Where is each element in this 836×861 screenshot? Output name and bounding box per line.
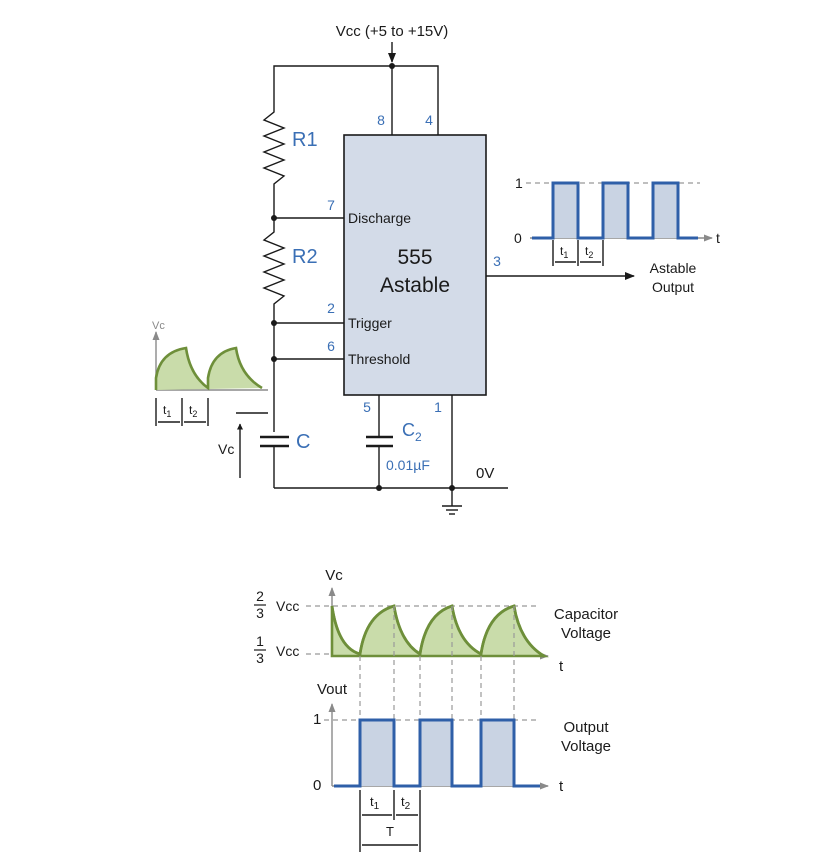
- pin-number-1: 1: [434, 399, 442, 415]
- t1-label: t1: [370, 794, 380, 812]
- output-label-line1: Astable: [650, 260, 697, 276]
- chip-mode: Astable: [380, 274, 450, 297]
- t2-label: t2: [189, 403, 197, 419]
- pin-label-trigger: Trigger: [348, 315, 392, 331]
- pin-number-5: 5: [363, 399, 371, 415]
- output-voltage-label-line1: Output: [563, 719, 609, 736]
- vout-high-label: 1: [313, 711, 321, 728]
- t-axis-label-2: t: [559, 778, 564, 795]
- upper-vcc-label: Vcc: [276, 598, 299, 614]
- t-axis-label-1: t: [559, 658, 564, 675]
- vc-small-waveform: [154, 346, 263, 391]
- c2-value: 0.01µF: [386, 457, 430, 473]
- pin-number-4: 4: [425, 112, 433, 128]
- upper-fraction-num: 2: [256, 588, 264, 604]
- lower-vcc-label: Vcc: [276, 643, 299, 659]
- pin-number-3: 3: [493, 253, 501, 269]
- pin-number-7: 7: [327, 197, 335, 213]
- t2-label: t2: [585, 244, 593, 260]
- vout-low-label: 0: [313, 777, 321, 794]
- vc-axis-label-bottom: Vc: [325, 567, 343, 584]
- output-waveform: [532, 181, 698, 240]
- r2-resistor: [262, 218, 286, 323]
- node-dot: [389, 63, 395, 69]
- vout-waveform: [334, 718, 540, 788]
- output-pulse-fill: [653, 183, 678, 238]
- lower-fraction-num: 1: [256, 633, 264, 649]
- vc-label: Vc: [218, 441, 234, 457]
- pin-label-discharge: Discharge: [348, 210, 411, 226]
- vout-axis-label: Vout: [317, 681, 348, 698]
- output-voltage-label-line2: Voltage: [561, 738, 611, 755]
- c2-label: C2: [402, 420, 422, 444]
- r1-resistor: [262, 102, 286, 218]
- vout-pulse-fill: [481, 720, 514, 786]
- output-t-label: t: [716, 230, 720, 246]
- lower-fraction-den: 3: [256, 650, 264, 666]
- output-high-label: 1: [515, 175, 523, 191]
- chip-name: 555: [397, 246, 432, 269]
- upper-fraction-den: 3: [256, 605, 264, 621]
- ground-label: 0V: [476, 465, 494, 482]
- period-label: T: [386, 824, 394, 839]
- vout-pulse-fill: [420, 720, 452, 786]
- vout-pulse-fill: [360, 720, 394, 786]
- pin-number-2: 2: [327, 300, 335, 316]
- supply-rail: [273, 65, 439, 135]
- pin-number-6: 6: [327, 338, 335, 354]
- capacitor-waveform: [330, 604, 545, 658]
- output-pulse-fill: [603, 183, 628, 238]
- pin-number-8: 8: [377, 112, 385, 128]
- output-pulse-fill: [553, 183, 578, 238]
- output-label-line2: Output: [652, 279, 694, 295]
- chip-555: [343, 134, 487, 396]
- t1-label: t1: [163, 403, 171, 419]
- capacitor-label-line1: Capacitor: [554, 606, 618, 623]
- node-dot: [271, 356, 277, 362]
- t2-label: t2: [401, 794, 411, 812]
- supply-label: Vcc (+5 to +15V): [336, 23, 449, 40]
- capacitor-label-line2: Voltage: [561, 625, 611, 642]
- pin-label-threshold: Threshold: [348, 351, 410, 367]
- r1-label: R1: [292, 129, 318, 151]
- r2-label: R2: [292, 246, 318, 268]
- vc-axis-label: Vc: [152, 320, 165, 332]
- c-label: C: [296, 431, 310, 453]
- output-low-label: 0: [514, 230, 522, 246]
- t1-label: t1: [560, 244, 568, 260]
